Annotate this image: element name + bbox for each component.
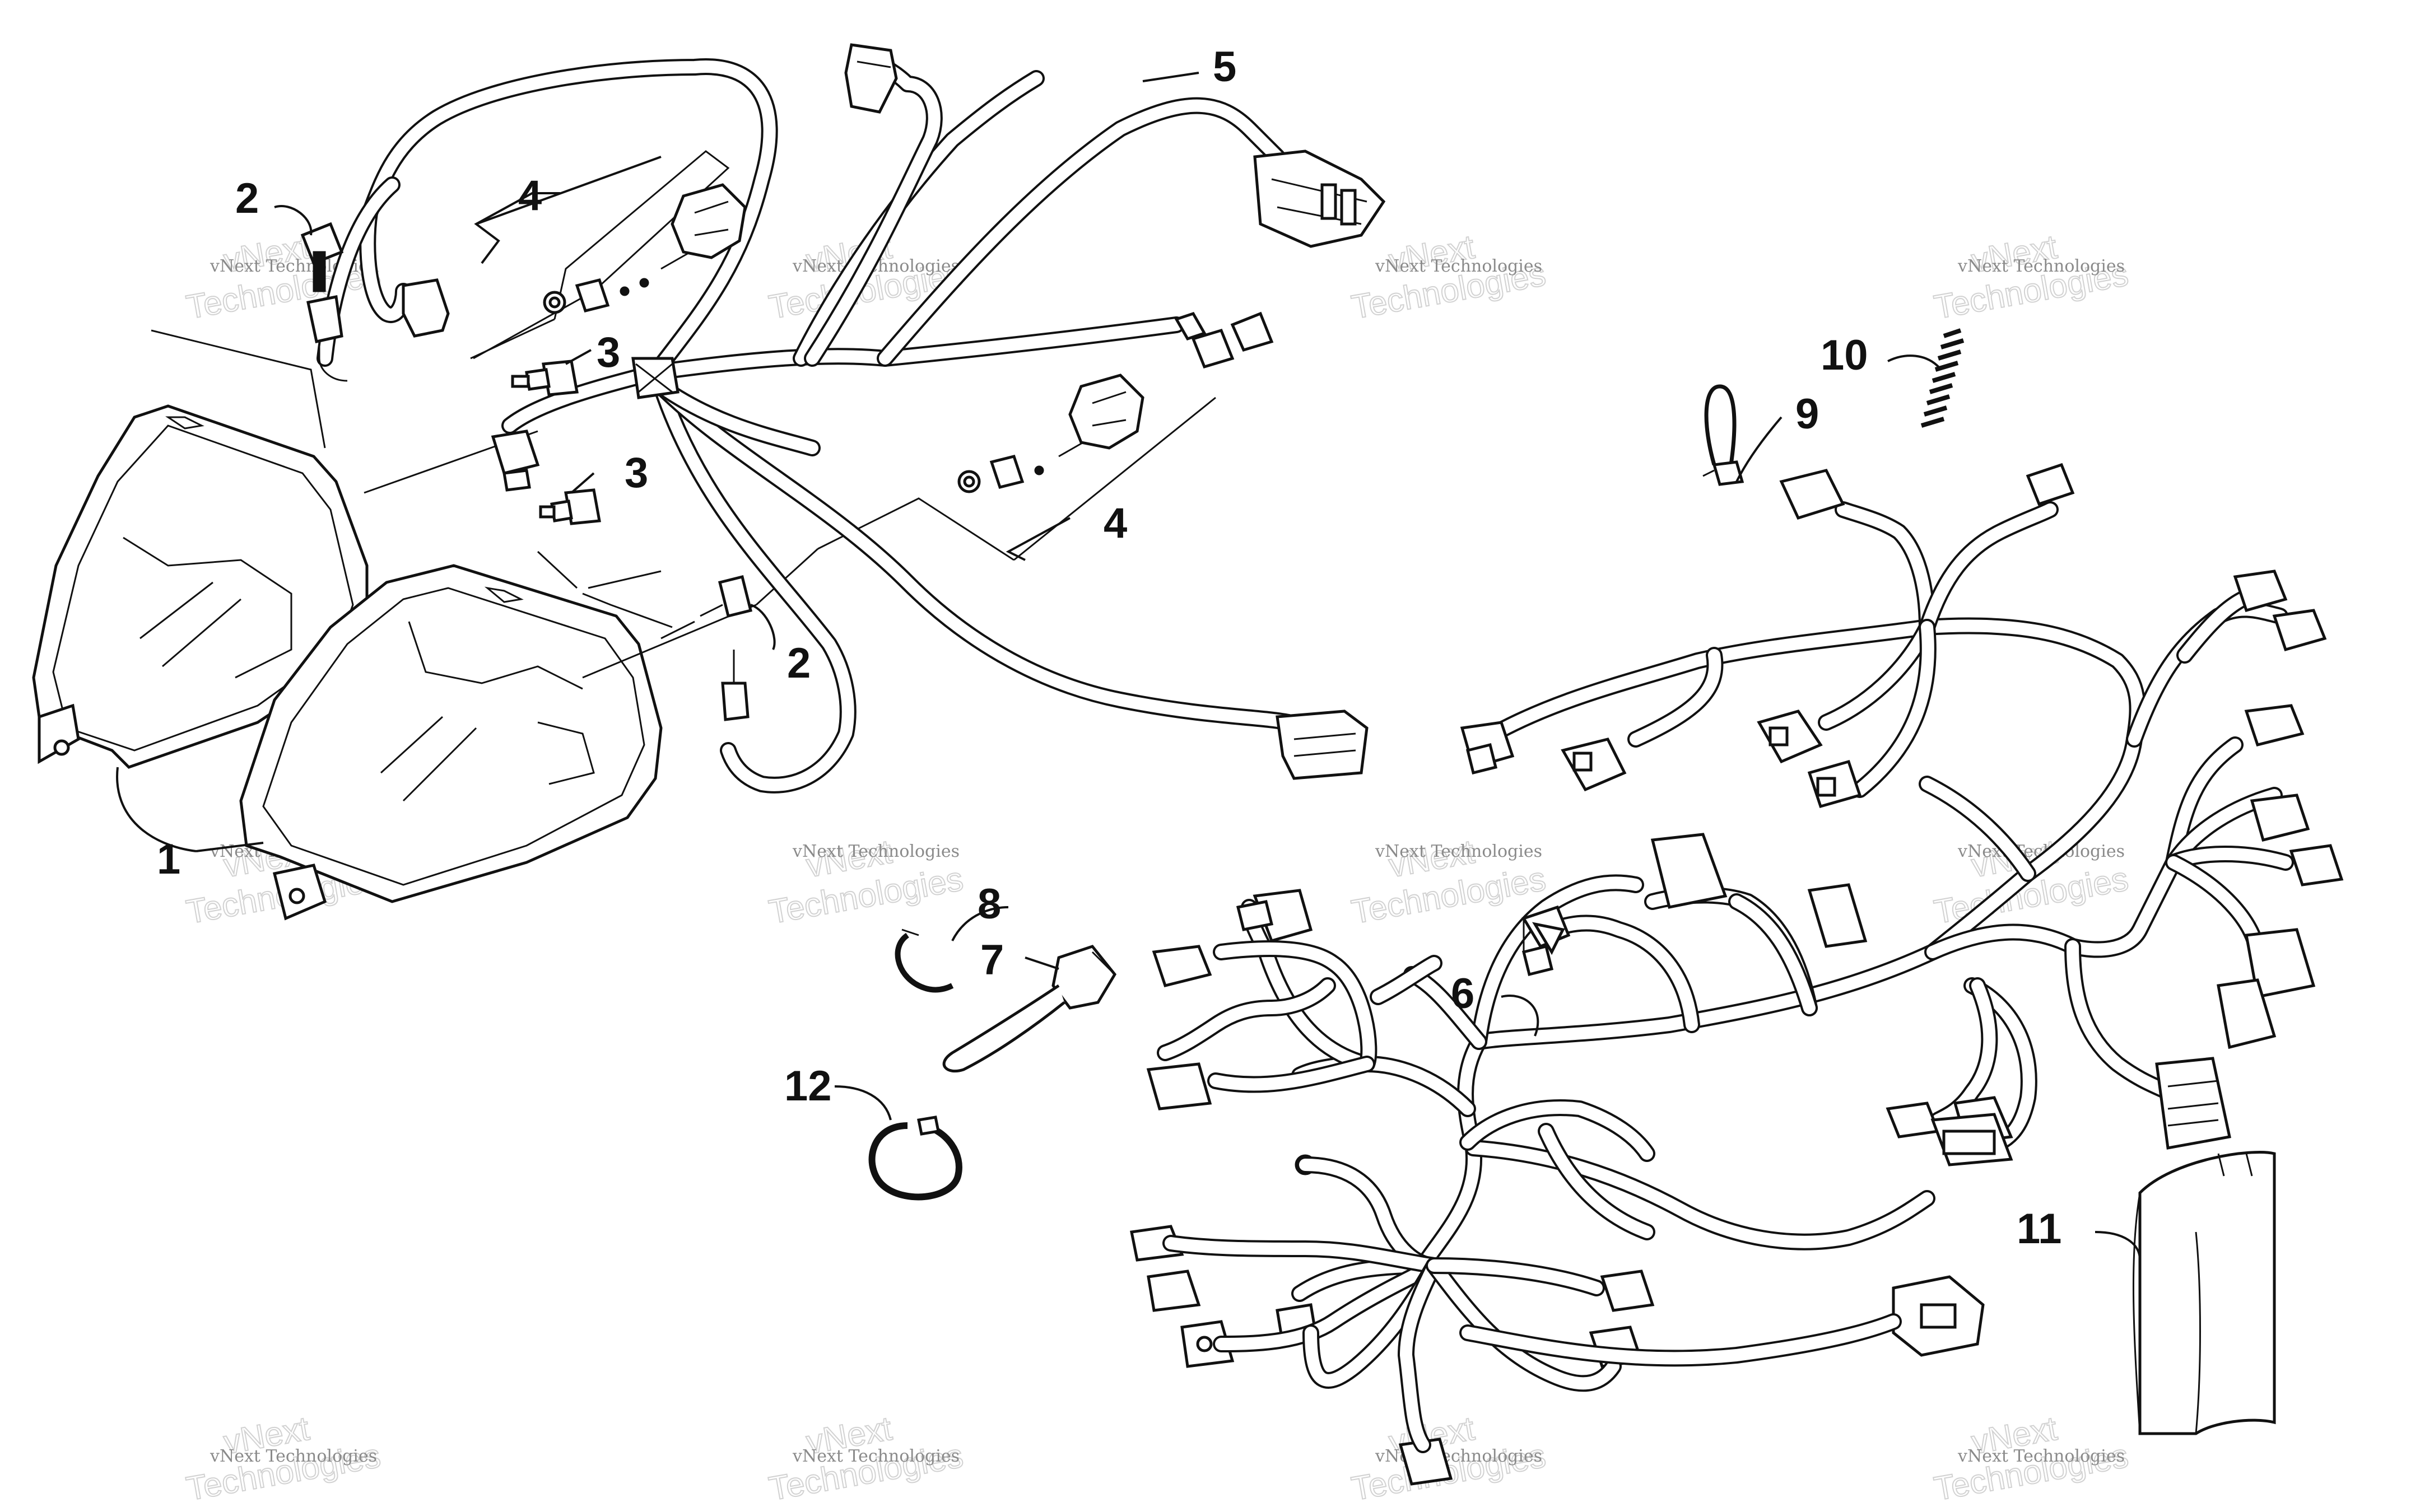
callout-3-lower: 3 [625,449,648,497]
part-12-clamp [868,1116,962,1201]
callout-12: 12 [784,1062,832,1110]
part-11-sleeve [2132,1151,2276,1435]
watermark-small: vNext Technologies [1375,1446,1542,1466]
engine-harness [1130,463,2344,1486]
callout-4-upper: 4 [518,172,542,220]
part-10-spring [1920,328,1965,428]
harness-bullet-connectors [1174,311,1274,369]
watermark-small: vNext Technologies [792,1446,960,1466]
bulb-socket-upper [300,222,348,382]
watermark-small: vNext Technologies [1957,1446,2125,1466]
leader-lines [274,72,2141,1261]
bulb-socket-lower [700,575,753,618]
part-9-cable-tie [1702,384,1744,486]
leader-line-1 [116,767,197,852]
headlight-harness [317,43,1386,794]
part-7-boot [942,945,1117,1073]
callout-7: 7 [980,936,1004,984]
callout-1: 1 [157,836,180,883]
harness-main-connector [1253,150,1386,248]
headlight-assembly-right [239,564,663,921]
watermark-small: vNext Technologies [210,1446,377,1466]
adjuster-upper [543,183,747,314]
callout-2-lower: 2 [787,640,811,687]
bulb-lower [539,488,601,525]
watermark-small: vNext Technologies [1375,256,1542,276]
callout-8: 8 [978,880,1001,928]
watermark-small: vNext Technologies [1957,256,2125,276]
headlight-plug-left [491,430,540,492]
callout-6: 6 [1451,970,1474,1018]
watermark-small: vNext Technologies [792,842,960,861]
headlight-plug-lower [721,650,750,721]
callout-4-lower: 4 [1104,500,1127,547]
callout-2-upper: 2 [235,175,259,222]
headlight-assembly-left [32,404,369,769]
callout-5: 5 [1213,43,1236,91]
harness-bottom-connector [1276,710,1369,780]
callout-10: 10 [1821,332,1868,379]
bulb-upper [511,360,579,396]
callout-11: 11 [2017,1205,2061,1253]
watermark-small: vNext Technologies [1375,842,1542,861]
callouts: 1 2 2 3 3 4 4 5 6 7 8 9 10 11 12 [157,43,2061,1253]
adjuster-lower [957,374,1144,493]
leader-line-1b [196,842,264,852]
harness-top-connector [844,43,898,114]
watermark: vNext Technologies [1348,832,1549,932]
headlight-plug-upper [402,278,450,338]
part-8-clip [895,928,954,993]
watermark: vNext Technologies [766,832,967,932]
callout-3-upper: 3 [597,329,620,376]
callout-9: 9 [1795,390,1819,438]
